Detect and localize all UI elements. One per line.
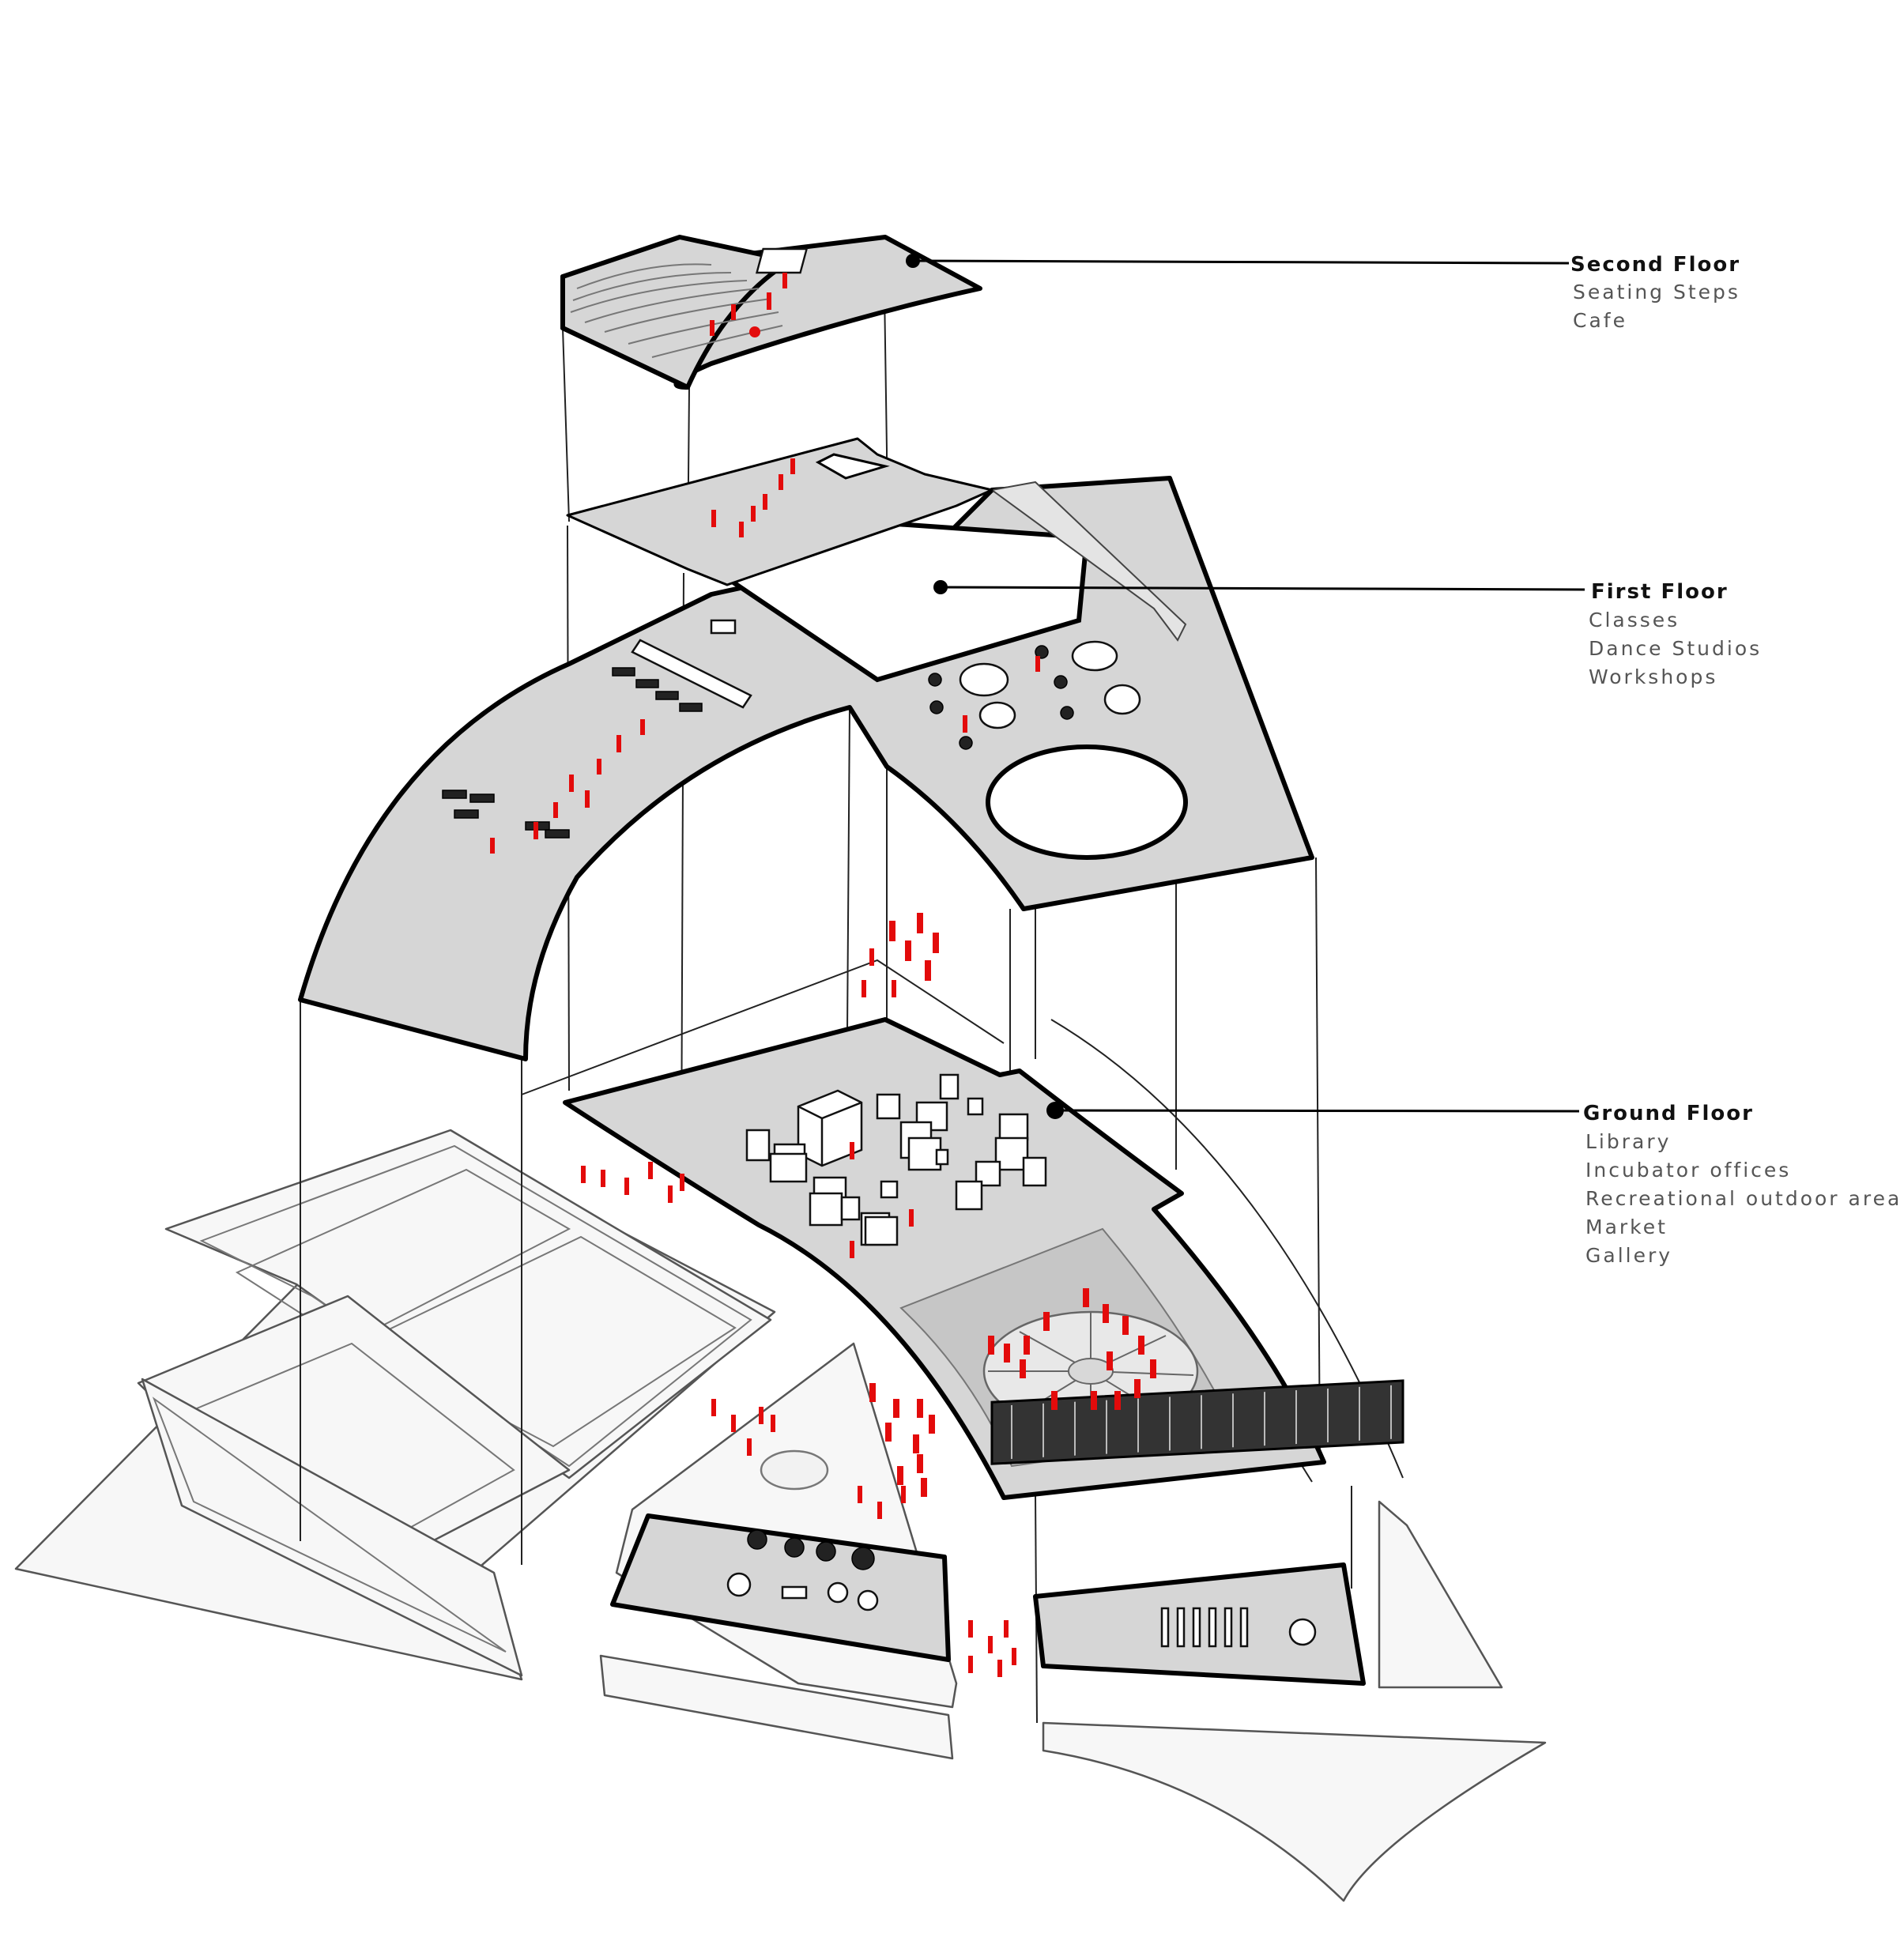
market-stalls bbox=[1160, 1607, 1317, 1648]
second-floor-item-1: Seating Steps bbox=[1573, 281, 1740, 303]
label-ground-floor: Ground Floor Library Incubator offices R… bbox=[1583, 1102, 1902, 1267]
label-first-floor: First Floor Classes Dance Studios Worksh… bbox=[1589, 580, 1762, 688]
ground-floor-item-5: Gallery bbox=[1585, 1244, 1672, 1267]
first-floor-item-1: Classes bbox=[1589, 609, 1680, 631]
first-floor-title: First Floor bbox=[1591, 580, 1729, 604]
fountain bbox=[760, 1449, 829, 1491]
first-floor-slab bbox=[298, 476, 1314, 1061]
studio-stools bbox=[928, 645, 1074, 750]
ground-floor-title: Ground Floor bbox=[1583, 1102, 1754, 1125]
ground-floor-item-3: Recreational outdoor area bbox=[1585, 1187, 1902, 1210]
people bbox=[490, 273, 1156, 1677]
ground-floor-item-2: Incubator offices bbox=[1585, 1159, 1791, 1182]
cafe-tables bbox=[726, 1529, 879, 1611]
second-floor-title: Second Floor bbox=[1570, 253, 1740, 277]
second-floor-slab bbox=[560, 235, 982, 390]
label-leaders bbox=[906, 254, 1585, 1119]
first-floor-item-3: Workshops bbox=[1589, 665, 1717, 688]
cafe-pavilion bbox=[610, 1513, 951, 1662]
mezzanine-slab bbox=[566, 437, 993, 586]
cafe-counter bbox=[755, 247, 809, 274]
first-floor-oculus bbox=[986, 744, 1188, 860]
ground-floor-furniture bbox=[745, 1073, 1047, 1246]
second-floor-item-2: Cafe bbox=[1573, 309, 1627, 332]
label-second-floor: Second Floor Seating Steps Cafe bbox=[1570, 253, 1740, 332]
ground-floor-item-4: Market bbox=[1585, 1216, 1668, 1238]
ground-floor-item-1: Library bbox=[1585, 1130, 1671, 1153]
market-pavilion bbox=[990, 1379, 1404, 1686]
seating-steps bbox=[570, 263, 783, 358]
first-floor-furniture bbox=[442, 619, 1141, 839]
first-floor-item-2: Dance Studios bbox=[1589, 637, 1762, 660]
